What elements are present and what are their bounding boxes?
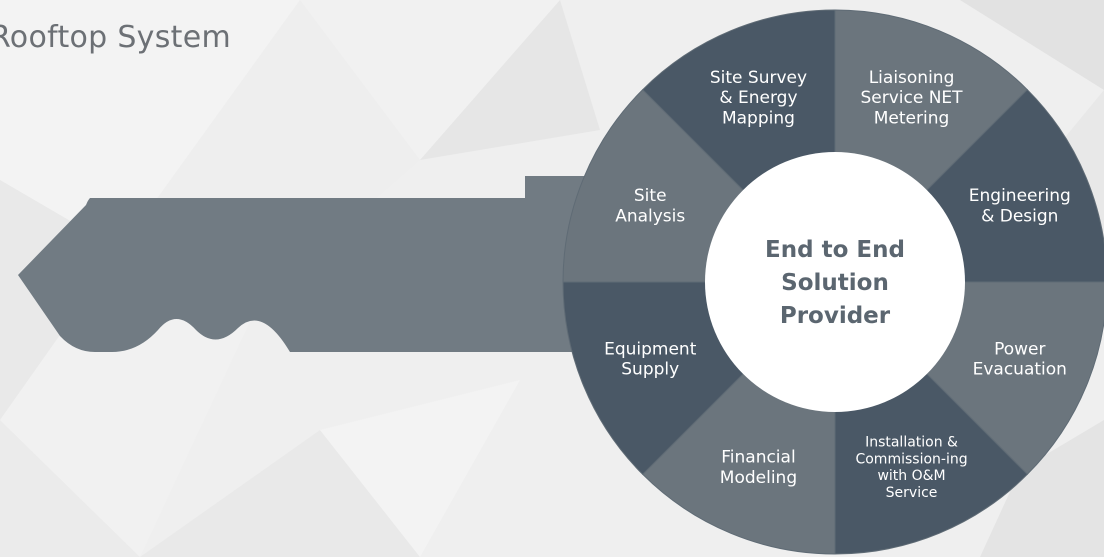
segment-label-line: Site Survey: [710, 68, 807, 88]
key-shaft: [18, 176, 600, 352]
segment-label-line: Mapping: [722, 109, 795, 129]
segment-label-line: Analysis: [615, 207, 685, 227]
segment-label-line: Equipment: [604, 339, 697, 359]
center-label-line: Provider: [780, 303, 891, 329]
segment-label: Engineering& Design: [969, 186, 1071, 226]
segment-label-line: Metering: [874, 109, 950, 129]
segment-label-line: Power: [994, 339, 1045, 359]
segment-label-line: Financial: [721, 448, 795, 468]
segment-label-line: Installation &: [865, 434, 958, 450]
segment-label-line: & Design: [981, 207, 1058, 227]
segment-label-line: Service: [886, 485, 938, 501]
segment-label-line: Modeling: [720, 468, 797, 488]
segment-label-line: & Energy: [719, 88, 797, 108]
segment-label-line: Supply: [621, 360, 679, 380]
center-label-line: Solution: [781, 270, 889, 296]
segment-label-line: Engineering: [969, 186, 1071, 206]
segment-label-line: Site: [634, 186, 667, 206]
segment-label-line: Liaisoning: [869, 68, 955, 88]
page-title: Rooftop System: [0, 20, 232, 55]
segment-label-line: Evacuation: [973, 360, 1067, 380]
segment-label-line: with O&M: [877, 468, 945, 484]
center-circle: [705, 152, 965, 412]
center-label-line: End to End: [765, 237, 905, 263]
segment-label-line: Commission-ing: [855, 451, 967, 467]
segment-label-line: Service NET: [860, 88, 963, 108]
